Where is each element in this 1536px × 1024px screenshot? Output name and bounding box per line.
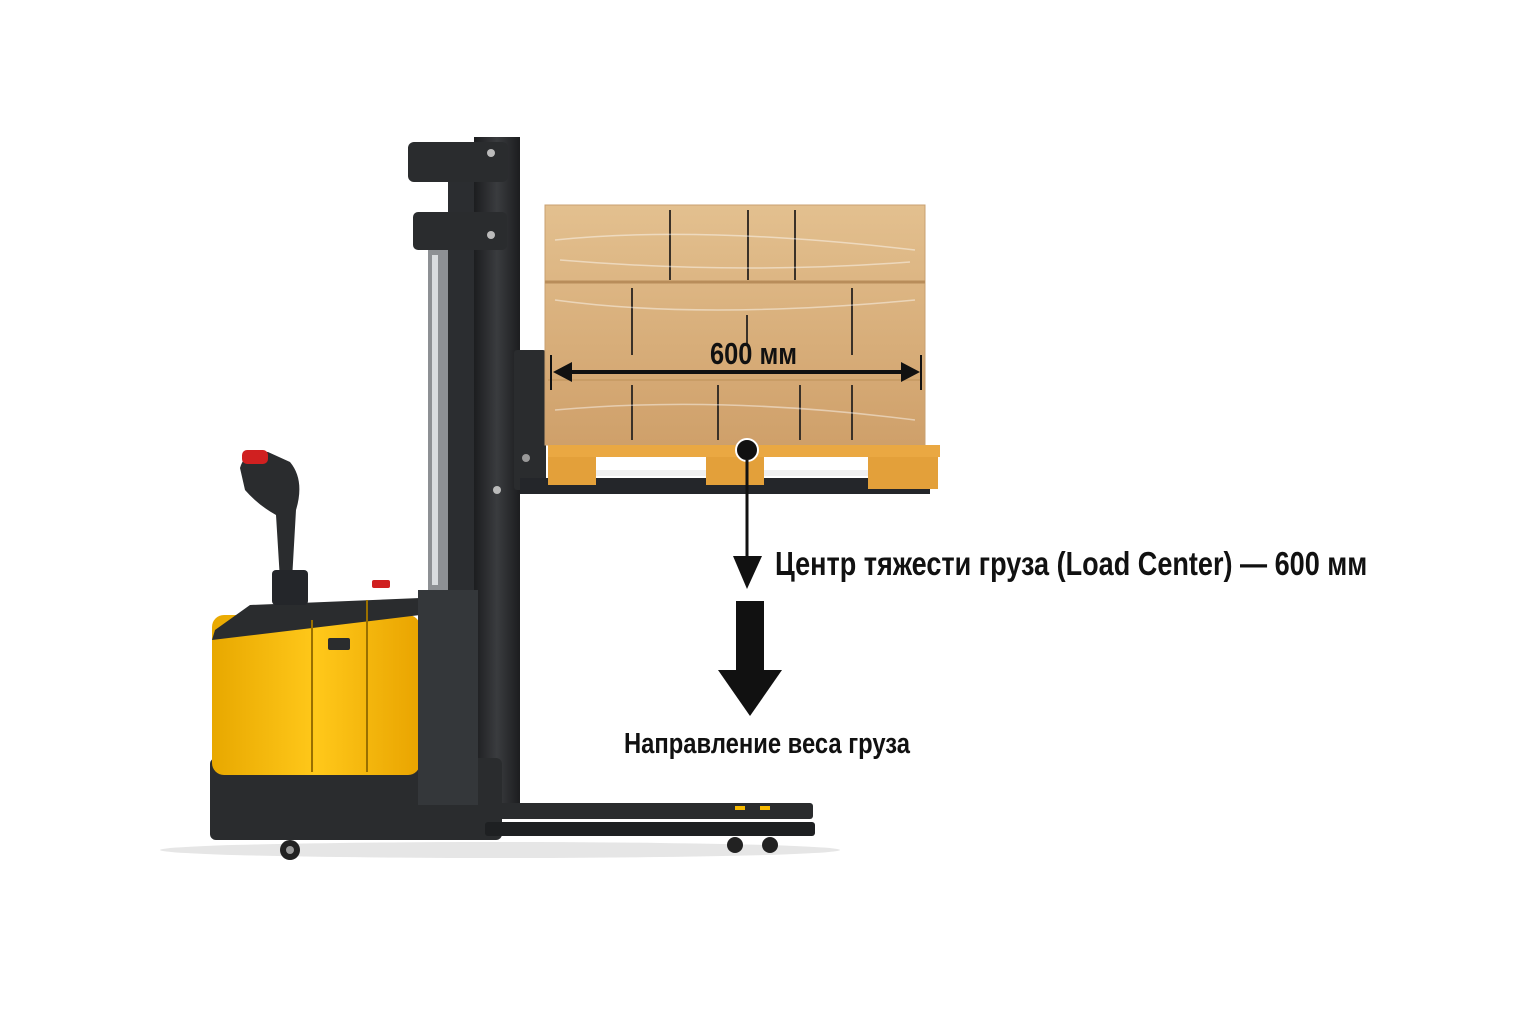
- load-boxes: [544, 204, 926, 446]
- weight-direction-arrow: [718, 601, 782, 716]
- center-of-gravity-dot: [735, 438, 759, 462]
- floor-shadow: [160, 842, 840, 858]
- stacker-body: [210, 580, 502, 840]
- pallet: [548, 445, 940, 489]
- dimension-arrow: [550, 355, 922, 390]
- tiller-handle: [240, 450, 308, 605]
- weight-direction-label: Направление веса груза: [624, 728, 910, 760]
- dimension-label: 600 мм: [710, 336, 798, 371]
- load-center-marker: [733, 438, 762, 589]
- base-legs: [280, 803, 815, 860]
- load-center-label: Центр тяжести груза (Load Center) — 600 …: [775, 545, 1368, 582]
- fork-carriage: [514, 350, 930, 494]
- mast: [408, 137, 520, 817]
